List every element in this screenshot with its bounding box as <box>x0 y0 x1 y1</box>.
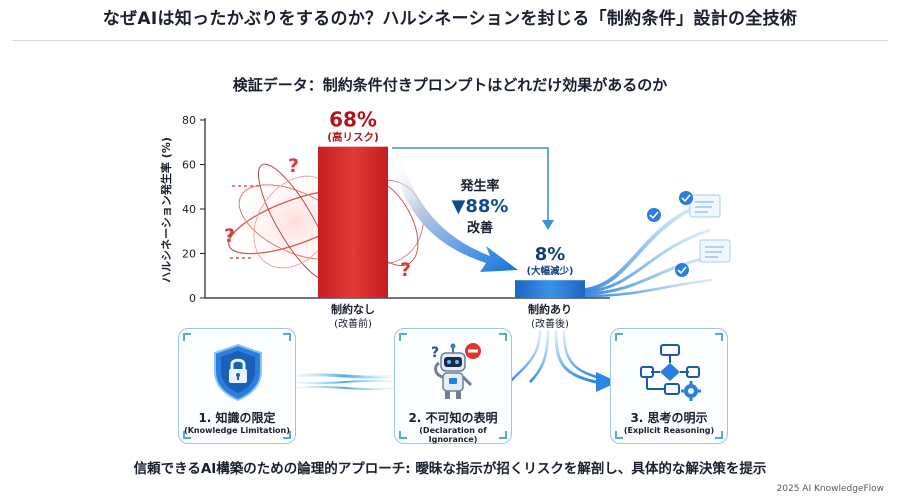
improvement-line1: 発生率 <box>459 178 499 194</box>
document-icon <box>699 239 731 263</box>
svg-text:?: ? <box>431 345 439 361</box>
pillar-subtitle: (Declaration of Ignorance) <box>419 426 487 444</box>
check-icon <box>647 208 661 222</box>
fan-streams <box>509 329 601 384</box>
link-1-2 <box>295 373 395 391</box>
category-sublabel: (改善前) <box>334 317 372 330</box>
pillar-connectors <box>295 329 618 392</box>
y-axis-label: ハルシネーション発生率 (%) <box>159 137 173 283</box>
page-header: なぜAIは知ったかぶりをするのか？ハルシネーションを封じる「制約条件」設計の全技… <box>0 0 900 38</box>
pillar-knowledge-limitation: 1. 知識の限定 (Knowledge Limitation) <box>178 328 296 444</box>
connector-arrowhead <box>542 220 554 230</box>
robot-icon: ? <box>431 343 481 399</box>
improvement-arrow <box>392 158 518 272</box>
clarity-streams <box>584 191 731 298</box>
pillar-declaration-of-ignorance: ? 2. 不可知の表明 (Declaration of Ignorance) <box>394 328 512 444</box>
check-icon <box>675 263 689 277</box>
improvement-line3: 改善 <box>467 220 493 236</box>
connector-line <box>392 147 549 222</box>
bar-with-constraints <box>515 280 585 298</box>
pillar-explicit-reasoning: 3. 思考の明示 (Explicit Reasoning) <box>610 328 728 444</box>
category-label: 制約あり <box>528 302 572 316</box>
copyright-text: 2025 AI KnowledgeFlow <box>776 484 884 494</box>
arrow-right-icon <box>596 372 618 392</box>
document-icon <box>689 194 721 218</box>
data-label-note: (高リスク) <box>327 131 379 144</box>
chart-title: 検証データ：制約条件付きプロンプトはどれだけ効果があるのか <box>232 76 668 94</box>
y-tick-label: 80 <box>182 114 196 127</box>
y-tick-label: 60 <box>182 159 196 172</box>
shield-lock-icon <box>214 343 262 402</box>
category-sublabel: (改善後) <box>531 317 569 330</box>
check-icon <box>679 191 693 205</box>
pillar-subtitle: (Explicit Reasoning) <box>623 426 715 435</box>
hallucination-rate-chart: ? ? ? <box>159 108 731 330</box>
data-label-value: 68% <box>329 108 377 132</box>
data-label-value: 8% <box>535 244 566 265</box>
pillar-title: 2. 不可知の表明 <box>408 411 498 425</box>
y-tick-label: 20 <box>182 248 196 261</box>
pillar-title: 1. 知識の限定 <box>198 411 276 425</box>
y-tick-label: 40 <box>182 203 196 216</box>
improvement-line2: ▼88% <box>452 196 509 217</box>
footer-tagline: 信頼できるAI構築のための論理的アプローチ: 曖昧な指示が招くリスクを解剖し、具… <box>133 461 767 477</box>
flowchart-icon <box>640 344 701 401</box>
pillar-title: 3. 思考の明示 <box>630 411 708 425</box>
bar-no-constraints <box>318 146 388 298</box>
category-label: 制約なし <box>331 302 375 316</box>
question-mark-icon: ? <box>288 155 299 177</box>
page-title: なぜAIは知ったかぶりをするのか？ハルシネーションを封じる「制約条件」設計の全技… <box>102 9 798 29</box>
pillar-subtitle: (Knowledge Limitation) <box>184 426 290 435</box>
data-label-note: (大幅減少) <box>527 265 574 277</box>
question-mark-icon: ? <box>224 225 235 247</box>
question-mark-icon: ? <box>400 259 411 281</box>
y-tick-label: 0 <box>189 292 196 305</box>
header-divider <box>12 40 888 41</box>
